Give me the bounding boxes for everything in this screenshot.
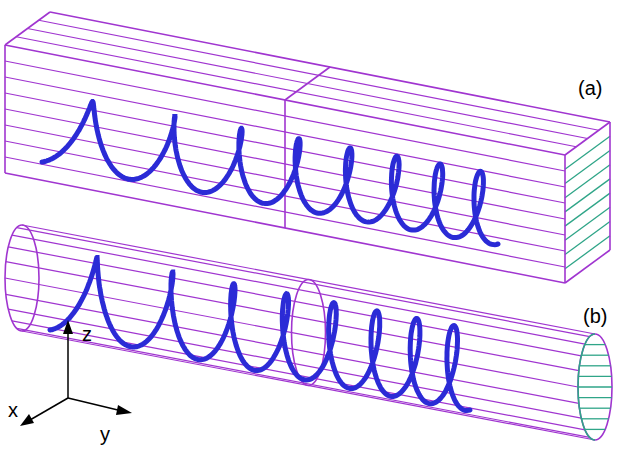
outline-line <box>565 250 610 283</box>
outline-line <box>565 179 610 212</box>
outline-line <box>565 165 610 198</box>
outline-line <box>585 344 605 345</box>
outline-line <box>565 122 610 155</box>
outline-line <box>565 236 610 269</box>
outline-line <box>564 155 566 283</box>
outline-line <box>285 67 330 100</box>
axis-label: y <box>100 424 110 444</box>
outline-line <box>578 397 611 398</box>
outline-line <box>578 386 612 387</box>
outline-line <box>579 365 610 366</box>
outline-line <box>4 45 6 173</box>
outline-line <box>565 150 610 183</box>
axis-label: x <box>8 400 18 420</box>
outline-line <box>565 207 610 240</box>
outline-line <box>28 29 588 139</box>
outline-line <box>50 12 610 122</box>
outline-line <box>39 20 599 130</box>
outline-line <box>609 122 611 250</box>
end-ring <box>5 225 39 331</box>
helix-path <box>42 102 498 245</box>
outline-line <box>578 376 611 377</box>
panel-label: (b) <box>583 306 607 326</box>
outline-line <box>284 100 286 228</box>
outline-line <box>579 408 610 409</box>
outline-line <box>581 418 608 419</box>
helix-path <box>50 258 470 411</box>
axis-label: z <box>82 324 92 344</box>
circular-waveguide <box>5 225 612 440</box>
outline-line <box>565 193 610 226</box>
outline-line <box>565 222 610 255</box>
outline-line <box>5 12 50 45</box>
end-rim <box>578 334 595 440</box>
outline-line <box>581 355 608 356</box>
axes-symbol <box>20 320 132 426</box>
outline-line <box>565 136 610 169</box>
outline-line <box>585 429 605 430</box>
end-face <box>578 334 612 440</box>
outline-line <box>16 37 576 147</box>
panel-label: (a) <box>578 78 602 98</box>
